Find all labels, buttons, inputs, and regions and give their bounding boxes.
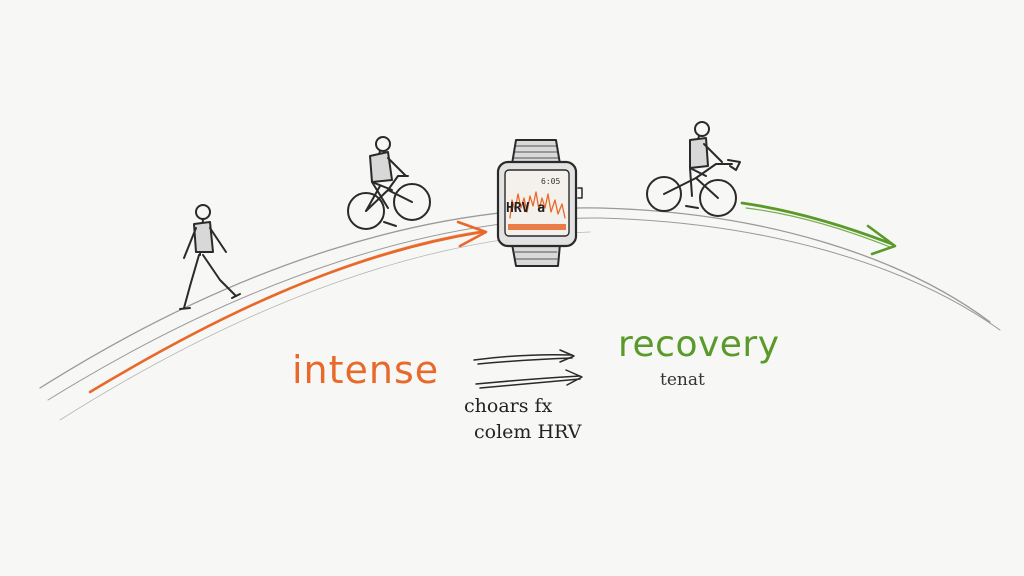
note-arrows — [473, 349, 583, 389]
intense-arrow — [88, 220, 488, 394]
watch-screen-label: HRV a — [506, 201, 546, 216]
smartwatch-icon — [496, 139, 583, 267]
recovery-arrow — [740, 201, 897, 256]
note-line-1: choars fx — [464, 395, 553, 417]
note-line-2: colem HRV — [474, 421, 582, 443]
recovery-label: recovery — [618, 324, 780, 365]
recovery-sublabel: tenat — [660, 370, 705, 390]
intense-label: intense — [292, 348, 440, 392]
walking-person-icon — [179, 204, 241, 310]
cyclist-icon — [347, 136, 431, 230]
cyclist-icon-2 — [646, 121, 741, 217]
watch-readout: 6:05 — [541, 177, 561, 186]
